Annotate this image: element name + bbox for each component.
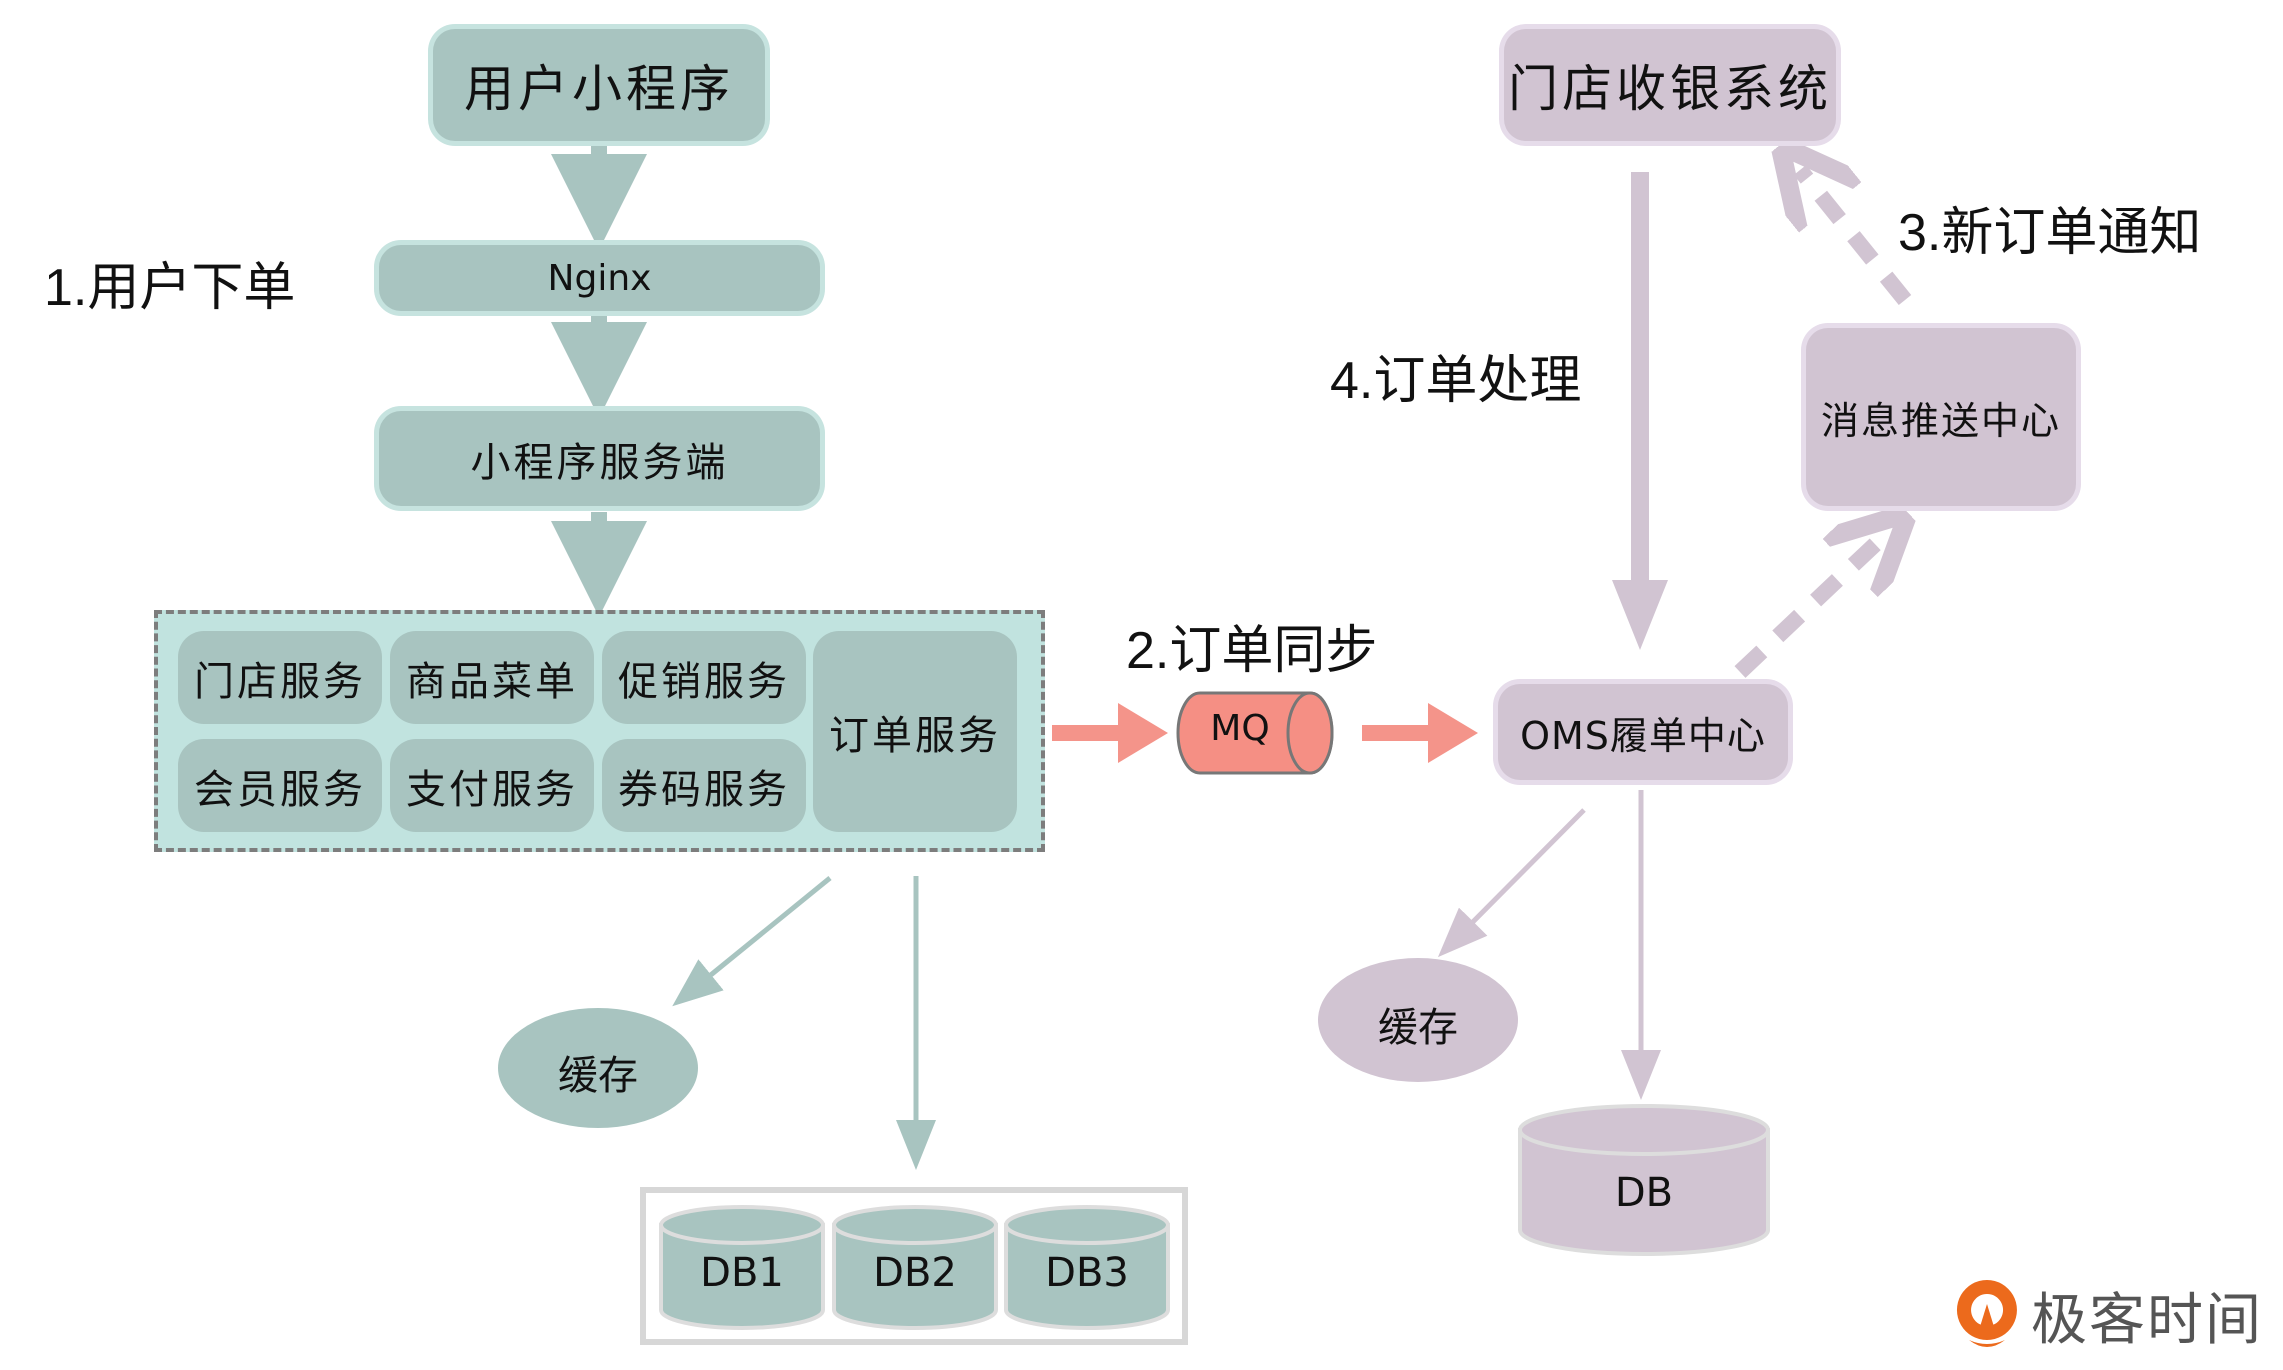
push-center-box: 消息推送中心: [1806, 328, 2076, 506]
right-db-cylinder: [1518, 1104, 1770, 1256]
oms-label: OMS履单中心: [1520, 713, 1766, 758]
service-promotion: 促销服务: [602, 631, 806, 724]
service-store-label: 门店服务: [194, 658, 366, 705]
db2-label: DB2: [873, 1250, 957, 1296]
pos-system-box: 门店收银系统: [1504, 29, 1836, 141]
db1-cylinder: [659, 1205, 825, 1330]
arrow-services-to-cache: [672, 876, 832, 1007]
service-order-label: 订单服务: [829, 712, 1001, 759]
geektime-logo: 极客时间: [1955, 1275, 2263, 1356]
arrow-oms-to-push-dashed: [1734, 535, 1885, 678]
arrow-push-to-pos-dashed: [1800, 170, 1912, 306]
db1-label: DB1: [700, 1250, 784, 1296]
service-coupon: 券码服务: [602, 739, 806, 832]
right-cache-label: 缓存: [1378, 1005, 1458, 1051]
push-center-label: 消息推送中心: [1820, 398, 2061, 443]
step1-label: 1.用户下单: [44, 259, 296, 317]
service-store: 门店服务: [178, 631, 382, 724]
service-payment-label: 支付服务: [406, 766, 578, 813]
miniprogram-server-box: 小程序服务端: [379, 411, 820, 506]
left-cache-shape: [498, 1008, 698, 1128]
db-cylinders: [659, 1205, 1170, 1330]
arrow-oms-to-cache: [1437, 808, 1586, 958]
right-cache-shape: [1318, 958, 1518, 1082]
client-miniprogram-label: 用户小程序: [464, 60, 734, 118]
mq-label: MQ: [1210, 708, 1270, 749]
arrow-services-to-mq: [1052, 703, 1168, 763]
client-miniprogram-box: 用户小程序: [433, 29, 765, 141]
service-payment: 支付服务: [390, 739, 594, 832]
geektime-logo-text: 极客时间: [2031, 1288, 2263, 1353]
step4-label: 4.订单处理: [1330, 352, 1582, 410]
geektime-logo-icon: [1956, 1279, 2017, 1347]
service-member: 会员服务: [178, 739, 382, 832]
miniprogram-server-label: 小程序服务端: [470, 439, 729, 486]
service-promotion-label: 促销服务: [618, 658, 790, 705]
arrow-mq-to-oms: [1362, 703, 1478, 763]
mq-cylinder: [1176, 691, 1334, 775]
service-coupon-label: 券码服务: [618, 766, 790, 813]
service-menu-label: 商品菜单: [406, 658, 578, 705]
nginx-box: Nginx: [379, 245, 820, 311]
pos-system-label: 门店收银系统: [1508, 60, 1832, 118]
step3-label: 3.新订单通知: [1898, 204, 2202, 262]
service-order: 订单服务: [813, 631, 1017, 832]
db3-label: DB3: [1045, 1250, 1129, 1296]
nginx-label: Nginx: [547, 257, 652, 299]
db2-cylinder: [832, 1205, 998, 1330]
step2-label: 2.订单同步: [1126, 622, 1378, 680]
service-member-label: 会员服务: [194, 766, 366, 813]
db3-cylinder: [1004, 1205, 1170, 1330]
arrow-pos-to-oms: [1612, 172, 1668, 650]
service-menu: 商品菜单: [390, 631, 594, 724]
oms-box: OMS履单中心: [1498, 684, 1788, 780]
right-db-label: DB: [1614, 1170, 1674, 1216]
left-cache-label: 缓存: [558, 1053, 638, 1099]
